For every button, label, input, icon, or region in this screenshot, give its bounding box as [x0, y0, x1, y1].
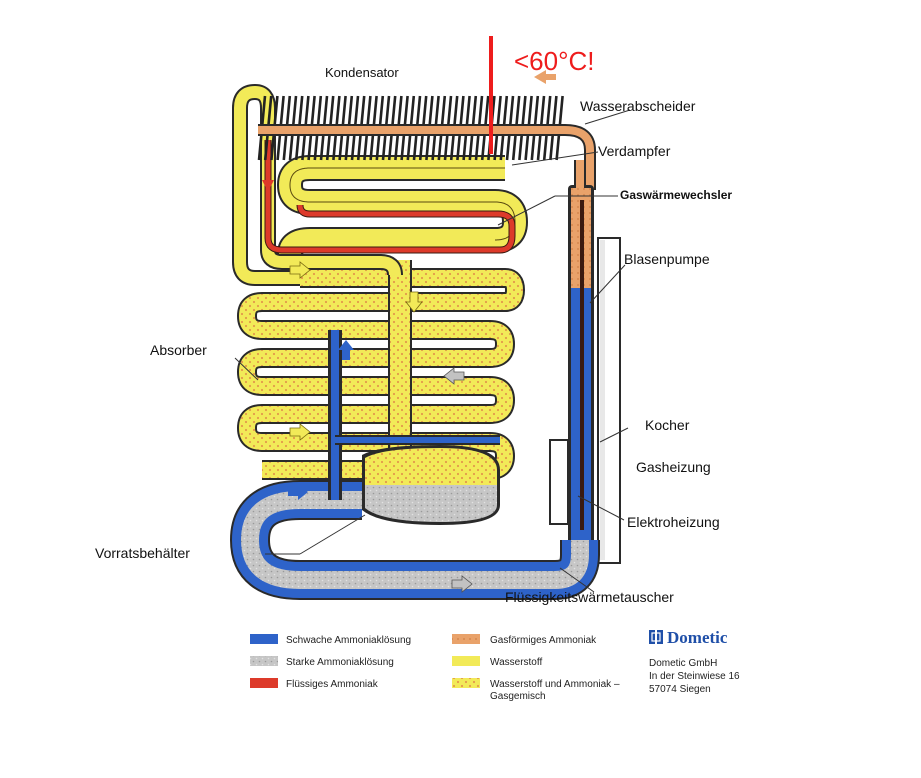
label-fluessigkeitswaermetauscher: Flüssigkeitswärmetauscher [505, 589, 674, 605]
legend-label-weak: Schwache Ammoniaklösung [286, 635, 411, 646]
flow-arrows [288, 261, 473, 593]
brand-city: 57074 Siegen [649, 684, 711, 695]
weak-solution-riser [328, 330, 500, 500]
label-absorber: Absorber [150, 342, 207, 358]
legend: Schwache Ammoniaklösung Starke Ammoniakl… [250, 634, 620, 702]
label-elektroheizung: Elektroheizung [627, 514, 720, 530]
label-vorratsbehaelter: Vorratsbehälter [95, 545, 190, 561]
brand-name: Dometic [667, 628, 728, 647]
weak-solution-arrow-icon-1 [338, 340, 354, 360]
hydrogen-flow-arrow-icon-2 [405, 291, 423, 313]
legend-label-mixture: Wasserstoff und Ammoniak – [490, 679, 620, 690]
label-gasheizung: Gasheizung [636, 459, 711, 475]
legend-swatch-mixture [452, 678, 480, 688]
legend-label-hydrogen: Wasserstoff [490, 657, 542, 668]
liquid-ammonia-line [264, 140, 516, 254]
legend-swatch-weak [250, 634, 278, 644]
brand-company: Dometic GmbH [649, 658, 717, 669]
label-kocher: Kocher [645, 417, 690, 433]
legend-label-liquid: Flüssiges Ammoniak [286, 679, 379, 690]
legend-swatch-hydrogen [452, 656, 480, 666]
temperature-annotation: <60°C! [514, 46, 595, 76]
legend-swatch-gas [452, 634, 480, 644]
gas-flow-arrow-icon [534, 70, 546, 84]
temperature-marker-line [489, 36, 493, 154]
label-verdampfer: Verdampfer [598, 143, 671, 159]
reservoir [362, 445, 500, 525]
strong-solution-arrow-icon-2 [451, 575, 473, 593]
legend-label-mixture-line2: Gasgemisch [490, 691, 546, 702]
dometic-logo-icon [649, 630, 663, 644]
legend-label-strong: Starke Ammoniaklösung [286, 657, 394, 668]
legend-label-gas: Gasförmiges Ammoniak [490, 635, 597, 646]
brand-street: In der Steinwiese 16 [649, 671, 740, 682]
hydrogen-flow-arrow-icon-3 [289, 423, 311, 441]
strong-solution-arrow-icon-1 [443, 367, 465, 385]
label-wasserabscheider: Wasserabscheider [580, 98, 696, 114]
gas-flow-arrow-tail [546, 74, 556, 80]
liquid-heat-exchanger [229, 480, 600, 600]
liquid-flow-arrow-icon [262, 180, 274, 192]
label-blasenpumpe: Blasenpumpe [624, 251, 710, 267]
label-gaswaermewechsler: Gaswärmewechsler [620, 188, 732, 202]
condenser [257, 95, 596, 190]
legend-swatch-liquid [250, 678, 278, 688]
hydrogen-flow-arrow-icon-1 [289, 261, 311, 279]
leader-lines [234, 109, 631, 593]
hydrogen-riser [388, 260, 412, 460]
legend-swatch-strong [250, 656, 278, 666]
label-kondensator: Kondensator [325, 65, 399, 80]
weak-solution-arrow-icon-2 [288, 484, 308, 500]
boiler-column [549, 185, 621, 564]
absorber-coil [237, 268, 525, 480]
brand-block: Dometic Dometic GmbH In der Steinwiese 1… [649, 628, 740, 695]
